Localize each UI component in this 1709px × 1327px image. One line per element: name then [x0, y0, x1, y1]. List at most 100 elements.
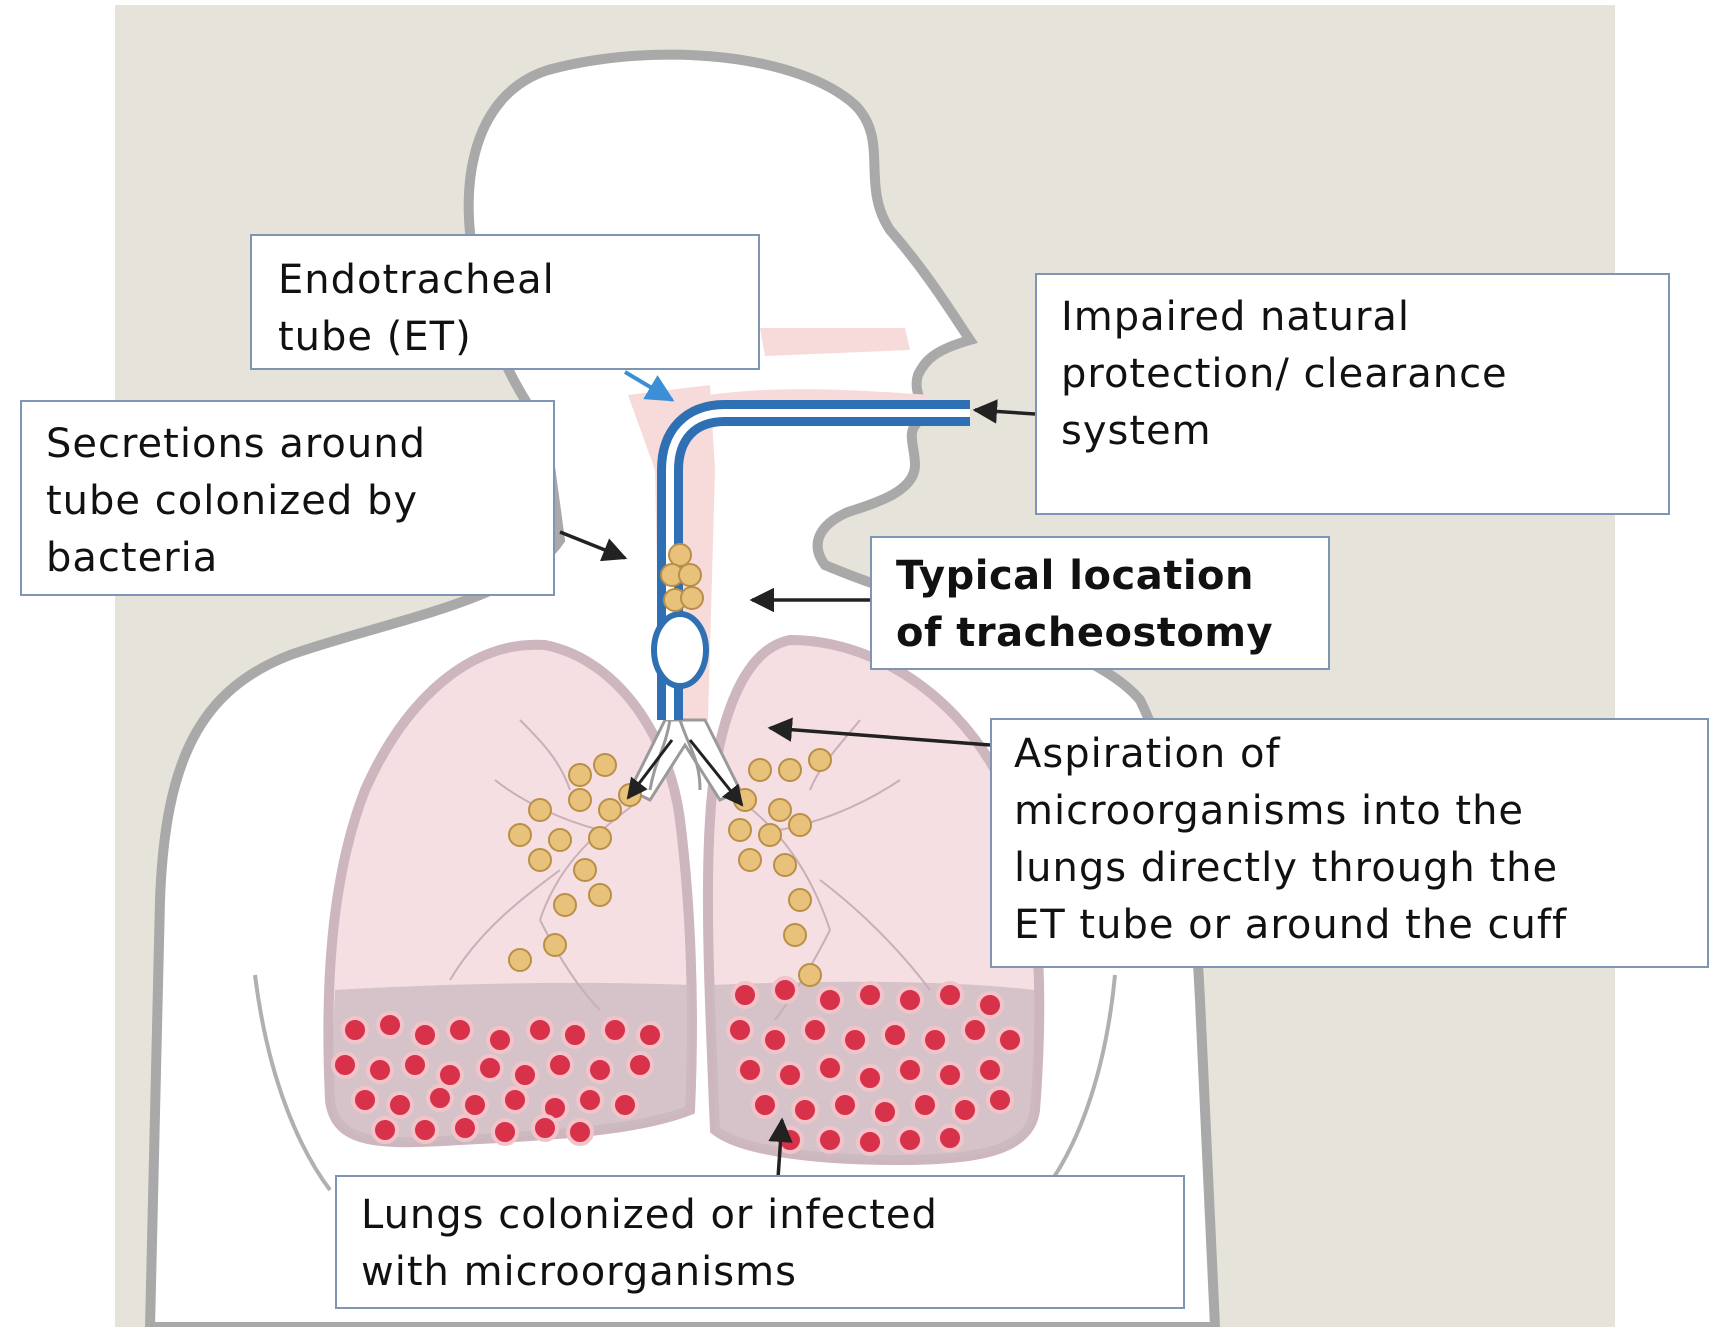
- bacterium-red: [793, 1098, 817, 1122]
- bacterium-red: [588, 1058, 612, 1082]
- label-line: bacteria: [46, 530, 529, 587]
- bacterium-red: [488, 1028, 512, 1052]
- bacterium-red: [548, 1053, 572, 1077]
- bacterium-yellow: [679, 564, 701, 586]
- bacterium-red: [333, 1053, 357, 1077]
- bacterium-red: [578, 1088, 602, 1112]
- bacterium-red: [373, 1118, 397, 1142]
- bacterium-red: [463, 1093, 487, 1117]
- bacterium-yellow: [509, 949, 531, 971]
- bacterium-yellow: [769, 799, 791, 821]
- label-line: with microorganisms: [361, 1244, 1159, 1301]
- label-line: microorganisms into the: [1014, 783, 1685, 840]
- bacterium-red: [353, 1088, 377, 1112]
- bacterium-red: [953, 1098, 977, 1122]
- bacterium-red: [963, 1018, 987, 1042]
- bacterium-yellow: [529, 849, 551, 871]
- bacterium-red: [938, 983, 962, 1007]
- bacterium-red: [413, 1118, 437, 1142]
- label-line: system: [1061, 403, 1644, 460]
- bacterium-yellow: [549, 829, 571, 851]
- bacterium-yellow: [594, 754, 616, 776]
- bacterium-red: [818, 1128, 842, 1152]
- label-line: tube (ET): [278, 309, 732, 366]
- bacterium-red: [603, 1018, 627, 1042]
- bacterium-red: [898, 1058, 922, 1082]
- bacterium-red: [858, 983, 882, 1007]
- bacterium-red: [528, 1018, 552, 1042]
- bacterium-red: [343, 1018, 367, 1042]
- label-tracheostomy: Typical location of tracheostomy: [870, 536, 1330, 670]
- bacterium-yellow: [574, 859, 596, 881]
- label-lungs-colonized: Lungs colonized or infected with microor…: [335, 1175, 1185, 1309]
- label-line: tube colonized by: [46, 473, 529, 530]
- bacterium-yellow: [809, 749, 831, 771]
- label-secretions: Secretions around tube colonized by bact…: [20, 400, 555, 596]
- bacterium-yellow: [759, 824, 781, 846]
- bacterium-red: [818, 988, 842, 1012]
- label-endotracheal-tube: Endotracheal tube (ET): [250, 234, 760, 370]
- bacterium-red: [563, 1023, 587, 1047]
- bacterium-red: [858, 1130, 882, 1154]
- label-line: Impaired natural: [1061, 289, 1644, 346]
- bacterium-red: [513, 1063, 537, 1087]
- bacterium-red: [898, 988, 922, 1012]
- bacterium-yellow: [589, 827, 611, 849]
- bacterium-yellow: [554, 894, 576, 916]
- bacterium-red: [478, 1056, 502, 1080]
- bacterium-red: [938, 1063, 962, 1087]
- bacterium-red: [818, 1056, 842, 1080]
- bacterium-red: [613, 1093, 637, 1117]
- bacterium-yellow: [569, 764, 591, 786]
- bacterium-yellow: [779, 759, 801, 781]
- bacterium-yellow: [529, 799, 551, 821]
- bacterium-red: [988, 1088, 1012, 1112]
- bacterium-red: [403, 1053, 427, 1077]
- bacterium-yellow: [569, 789, 591, 811]
- bacterium-red: [898, 1128, 922, 1152]
- bacterium-yellow: [789, 889, 811, 911]
- bacterium-red: [883, 1023, 907, 1047]
- bacterium-yellow: [799, 964, 821, 986]
- bacterium-yellow: [774, 854, 796, 876]
- bacterium-red: [448, 1018, 472, 1042]
- bacterium-red: [978, 993, 1002, 1017]
- bacterium-red: [388, 1093, 412, 1117]
- label-line: Typical location: [896, 548, 1304, 605]
- bacterium-red: [938, 1126, 962, 1150]
- bacterium-red: [728, 1018, 752, 1042]
- label-line: of tracheostomy: [896, 605, 1304, 662]
- tube-cuff: [654, 614, 706, 686]
- bacterium-red: [368, 1058, 392, 1082]
- bacterium-yellow: [589, 884, 611, 906]
- bacterium-yellow: [669, 544, 691, 566]
- label-line: Endotracheal: [278, 252, 732, 309]
- bacterium-yellow: [739, 849, 761, 871]
- bacterium-yellow: [509, 824, 531, 846]
- bacterium-red: [378, 1013, 402, 1037]
- bacterium-red: [738, 1058, 762, 1082]
- bacterium-red: [733, 983, 757, 1007]
- bacterium-yellow: [789, 814, 811, 836]
- bacterium-red: [913, 1093, 937, 1117]
- bacterium-yellow: [729, 819, 751, 841]
- bacterium-red: [413, 1023, 437, 1047]
- bacterium-red: [493, 1120, 517, 1144]
- bacterium-yellow: [681, 587, 703, 609]
- bacterium-red: [438, 1063, 462, 1087]
- bacterium-red: [568, 1120, 592, 1144]
- bacterium-red: [453, 1116, 477, 1140]
- bacterium-red: [873, 1100, 897, 1124]
- bacterium-red: [923, 1028, 947, 1052]
- bacterium-yellow: [599, 799, 621, 821]
- label-line: Secretions around: [46, 416, 529, 473]
- label-line: Aspiration of: [1014, 726, 1685, 783]
- bacterium-red: [843, 1028, 867, 1052]
- bacterium-red: [628, 1053, 652, 1077]
- bacterium-yellow: [544, 934, 566, 956]
- bacterium-red: [998, 1028, 1022, 1052]
- bacterium-yellow: [784, 924, 806, 946]
- bacterium-yellow: [749, 759, 771, 781]
